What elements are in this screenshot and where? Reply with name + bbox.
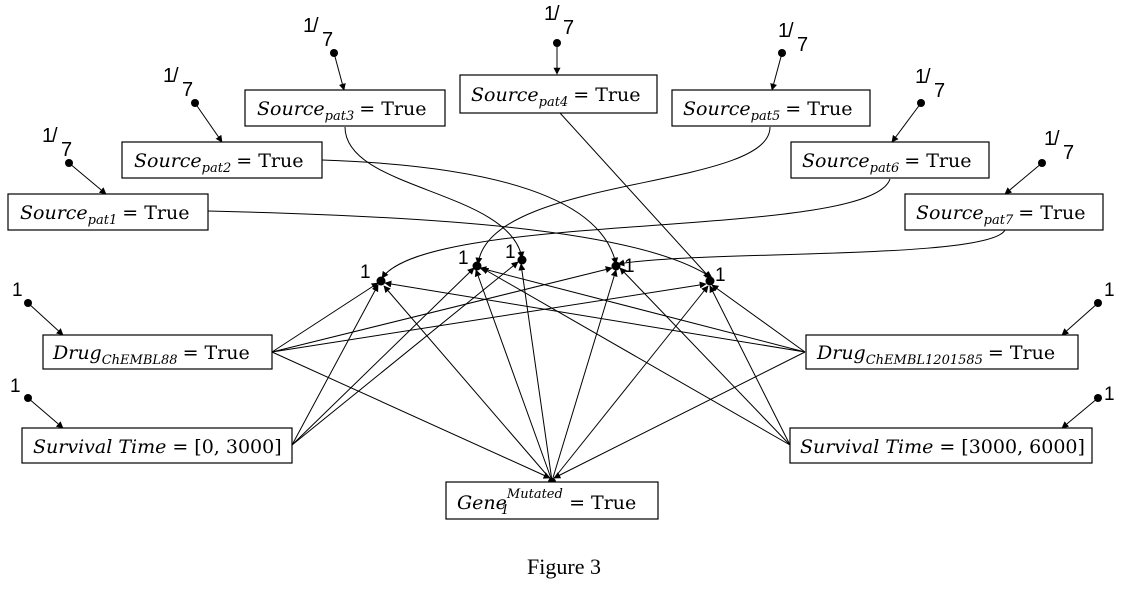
svg-text:DrugChEMBL88= True: DrugChEMBL88= True xyxy=(52,342,250,368)
node-source-pat4: Sourcepat4= True xyxy=(459,74,658,114)
hub-node-4: 1 xyxy=(611,256,635,277)
prior-pat5: 1 / 7 xyxy=(770,20,808,91)
svg-text:7: 7 xyxy=(563,17,574,39)
prior-pat7: 1 / 7 xyxy=(1004,128,1074,195)
svg-text:Sourcepat7= True: Sourcepat7= True xyxy=(916,202,1085,228)
node-source-pat7: Sourcepat7= True xyxy=(904,193,1104,231)
hub-node-3: 1 xyxy=(505,242,527,265)
node-source-pat1: Sourcepat1= True xyxy=(7,193,209,231)
edge-gene-hub5 xyxy=(551,285,709,482)
prior-pat6: 1 / 7 xyxy=(891,66,945,143)
prior-pat4: 1 / 7 xyxy=(544,3,574,75)
edge-drugL-gene xyxy=(271,351,551,479)
svg-text:1: 1 xyxy=(505,242,516,263)
edge-pat3-to-hub3 xyxy=(344,126,525,259)
node-drug-chembl88: DrugChEMBL88= True xyxy=(42,334,273,370)
svg-text:1: 1 xyxy=(10,376,21,397)
hub-node-2: 1 xyxy=(458,248,482,271)
svg-text:7: 7 xyxy=(182,79,193,101)
svg-text:1: 1 xyxy=(778,20,789,42)
svg-text:1: 1 xyxy=(1044,128,1055,150)
svg-text:/: / xyxy=(554,3,560,25)
svg-text:7: 7 xyxy=(1063,142,1074,164)
svg-text:/: / xyxy=(313,15,319,37)
hub-node-5: 1 xyxy=(705,265,726,286)
edge-gene-hub3 xyxy=(518,263,553,482)
svg-text:/: / xyxy=(1054,128,1060,150)
edge-survL-hub2 xyxy=(291,267,475,446)
node-source-pat2: Sourcepat2= True xyxy=(121,141,323,179)
svg-text:1: 1 xyxy=(915,66,926,88)
svg-text:1: 1 xyxy=(544,3,555,25)
svg-text:Sourcepat2= True: Sourcepat2= True xyxy=(134,150,303,176)
edge-pat1-to-hub5 xyxy=(207,210,713,279)
svg-text:7: 7 xyxy=(61,139,72,161)
prior-drug-left: 1 xyxy=(12,280,64,336)
edge-drugL-hub4 xyxy=(271,266,613,353)
svg-text:/: / xyxy=(173,65,179,87)
node-source-pat6: Sourcepat6= True xyxy=(790,141,990,179)
edge-gene-hub2 xyxy=(474,269,553,482)
edge-drugL-hub1 xyxy=(271,282,379,353)
edge-survR-hub2 xyxy=(481,267,791,446)
edge-survR-hub5 xyxy=(709,285,791,446)
svg-text:1: 1 xyxy=(624,256,635,277)
hub-node-1: 1 xyxy=(360,262,386,286)
edge-survR-hub4 xyxy=(619,267,791,446)
prior-pat2: 1 / 7 xyxy=(163,65,223,143)
svg-text:1: 1 xyxy=(715,265,726,286)
svg-text:/: / xyxy=(788,20,794,42)
edge-drugL-hub5 xyxy=(271,281,707,353)
svg-text:DrugChEMBL1201585= True: DrugChEMBL1201585= True xyxy=(816,342,1055,368)
svg-text:Sourcepat5= True: Sourcepat5= True xyxy=(683,98,852,124)
svg-text:Sourcepat4= True: Sourcepat4= True xyxy=(471,84,640,110)
svg-text:1: 1 xyxy=(1104,280,1115,301)
edge-pat2-to-hub4 xyxy=(321,159,619,265)
edge-survL-hub1 xyxy=(291,284,379,446)
svg-text:1: 1 xyxy=(1104,384,1115,405)
edge-drugR-hub5 xyxy=(711,284,806,353)
node-drug-chembl1201585: DrugChEMBL1201585= True xyxy=(805,334,1079,370)
svg-text:1: 1 xyxy=(458,248,469,269)
svg-text:Survival Time= [0, 3000]: Survival Time= [0, 3000] xyxy=(33,436,282,458)
svg-text:1: 1 xyxy=(360,262,371,283)
node-source-pat3: Sourcepat3= True xyxy=(244,89,446,127)
prior-pat3: 1 / 7 xyxy=(303,15,346,91)
svg-text:Sourcepat6= True: Sourcepat6= True xyxy=(802,150,971,176)
svg-text:Sourcepat3= True: Sourcepat3= True xyxy=(257,98,426,124)
edge-drugR-gene xyxy=(553,351,806,479)
svg-text:Survival Time= [3000, 6000]: Survival Time= [3000, 6000] xyxy=(800,436,1085,458)
edge-survL-hub3 xyxy=(291,261,519,446)
svg-text:7: 7 xyxy=(797,34,808,56)
prior-surv-left: 1 xyxy=(10,376,64,429)
prior-drug-right: 1 xyxy=(1061,280,1115,336)
edge-pat6-to-hub1 xyxy=(381,178,891,279)
node-source-pat5: Sourcepat5= True xyxy=(671,89,871,127)
svg-text:Sourcepat1= True: Sourcepat1= True xyxy=(20,202,189,228)
svg-text:1: 1 xyxy=(42,125,53,147)
edge-gene-hub4 xyxy=(551,269,618,482)
edge-drugR-hub1 xyxy=(384,280,806,353)
prior-surv-right: 1 xyxy=(1061,384,1115,429)
edge-gene-hub1 xyxy=(383,285,553,482)
svg-text:7: 7 xyxy=(322,29,333,51)
svg-text:1: 1 xyxy=(303,15,314,37)
svg-text:7: 7 xyxy=(934,80,945,102)
svg-text:/: / xyxy=(52,125,58,147)
svg-text:1: 1 xyxy=(12,280,23,301)
prior-pat1: 1 / 7 xyxy=(42,125,107,195)
edge-pat5-to-hub2 xyxy=(475,126,771,265)
edge-pat7-to-hub4 xyxy=(617,229,1006,267)
edge-drugR-hub2 xyxy=(479,266,806,353)
svg-text:1: 1 xyxy=(163,65,174,87)
figure-caption: Figure 3 xyxy=(527,554,601,579)
svg-text:/: / xyxy=(925,66,931,88)
edge-pat4-to-hub5 xyxy=(559,112,711,279)
node-survival-0-3000: Survival Time= [0, 3000] xyxy=(21,427,293,464)
node-survival-3000-6000: Survival Time= [3000, 6000] xyxy=(789,427,1093,464)
